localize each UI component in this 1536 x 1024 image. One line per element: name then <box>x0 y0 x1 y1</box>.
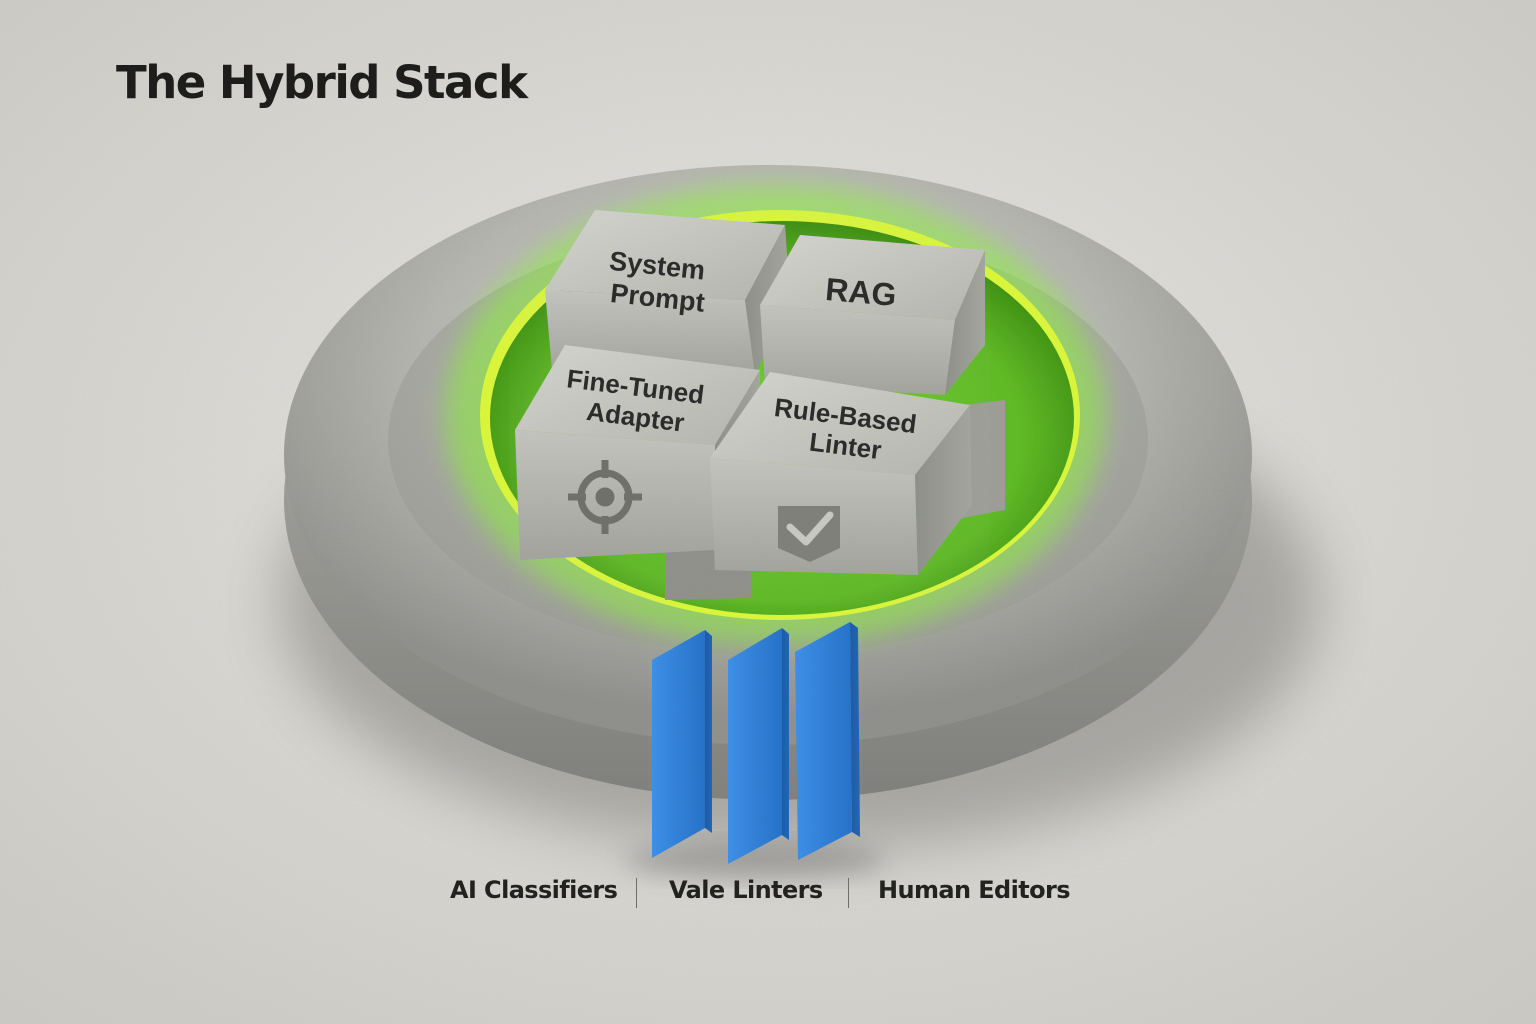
concrete-blocks: System Prompt RAG Fine-Tuned Adapter Rul… <box>510 205 1005 605</box>
layer-label-human-editors: Human Editors <box>878 876 1071 904</box>
page-title: The Hybrid Stack <box>116 56 528 109</box>
label-divider <box>848 878 849 908</box>
block-label-rag: RAG <box>824 271 898 313</box>
layer-label-ai-classifiers: AI Classifiers <box>450 876 618 904</box>
blue-slabs <box>625 620 885 878</box>
layer-label-vale-linters: Vale Linters <box>669 876 823 904</box>
label-divider <box>636 878 637 908</box>
layer-labels: AI Classifiers Vale Linters Human Editor… <box>420 876 1100 916</box>
